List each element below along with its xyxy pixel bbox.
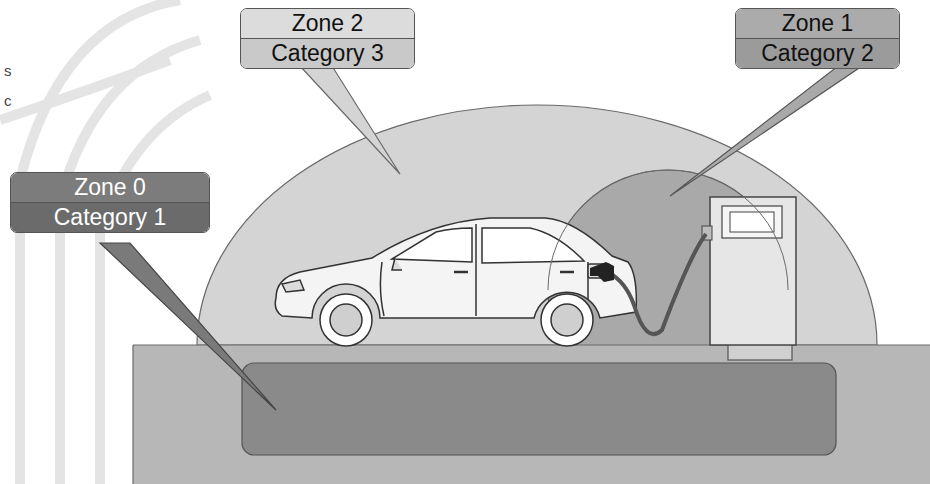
door-handles <box>454 271 574 274</box>
fuel-hose <box>608 234 706 334</box>
ground <box>133 345 930 484</box>
category-name: Category 2 <box>736 38 899 68</box>
zone-callout: Zone 0Category 1 <box>10 172 210 233</box>
pump-display <box>722 206 782 238</box>
zone-name: Zone 0 <box>11 173 209 202</box>
car <box>275 218 636 346</box>
zone-callout: Zone 1Category 2 <box>735 8 900 69</box>
ground-line <box>133 345 930 484</box>
rear-window <box>482 228 584 263</box>
watermark-letter: s <box>4 62 12 79</box>
zone2-pointer <box>300 66 400 174</box>
front-window <box>392 228 472 262</box>
front-wheel <box>320 294 372 346</box>
category-name: Category 3 <box>241 38 414 68</box>
watermark-arc <box>0 60 170 120</box>
category-name: Category 1 <box>11 202 209 232</box>
rear-hub <box>551 304 583 336</box>
headlight <box>282 280 304 292</box>
mirror <box>392 258 402 270</box>
fuel-nozzle <box>590 262 614 282</box>
zone-name: Zone 2 <box>241 9 414 38</box>
fuel-pump <box>702 197 796 360</box>
rear-wheel <box>541 294 593 346</box>
pump-body <box>710 197 796 345</box>
zone0-pointer <box>100 243 276 410</box>
watermark-letter: c <box>4 92 12 109</box>
underground-tank <box>242 363 836 455</box>
front-hub <box>330 304 362 336</box>
zone-name: Zone 1 <box>736 9 899 38</box>
zone1-pointer <box>670 66 862 196</box>
zone-callout: Zone 2Category 3 <box>240 8 415 69</box>
zone1-outline <box>548 170 788 290</box>
zone2-dome <box>197 105 877 345</box>
